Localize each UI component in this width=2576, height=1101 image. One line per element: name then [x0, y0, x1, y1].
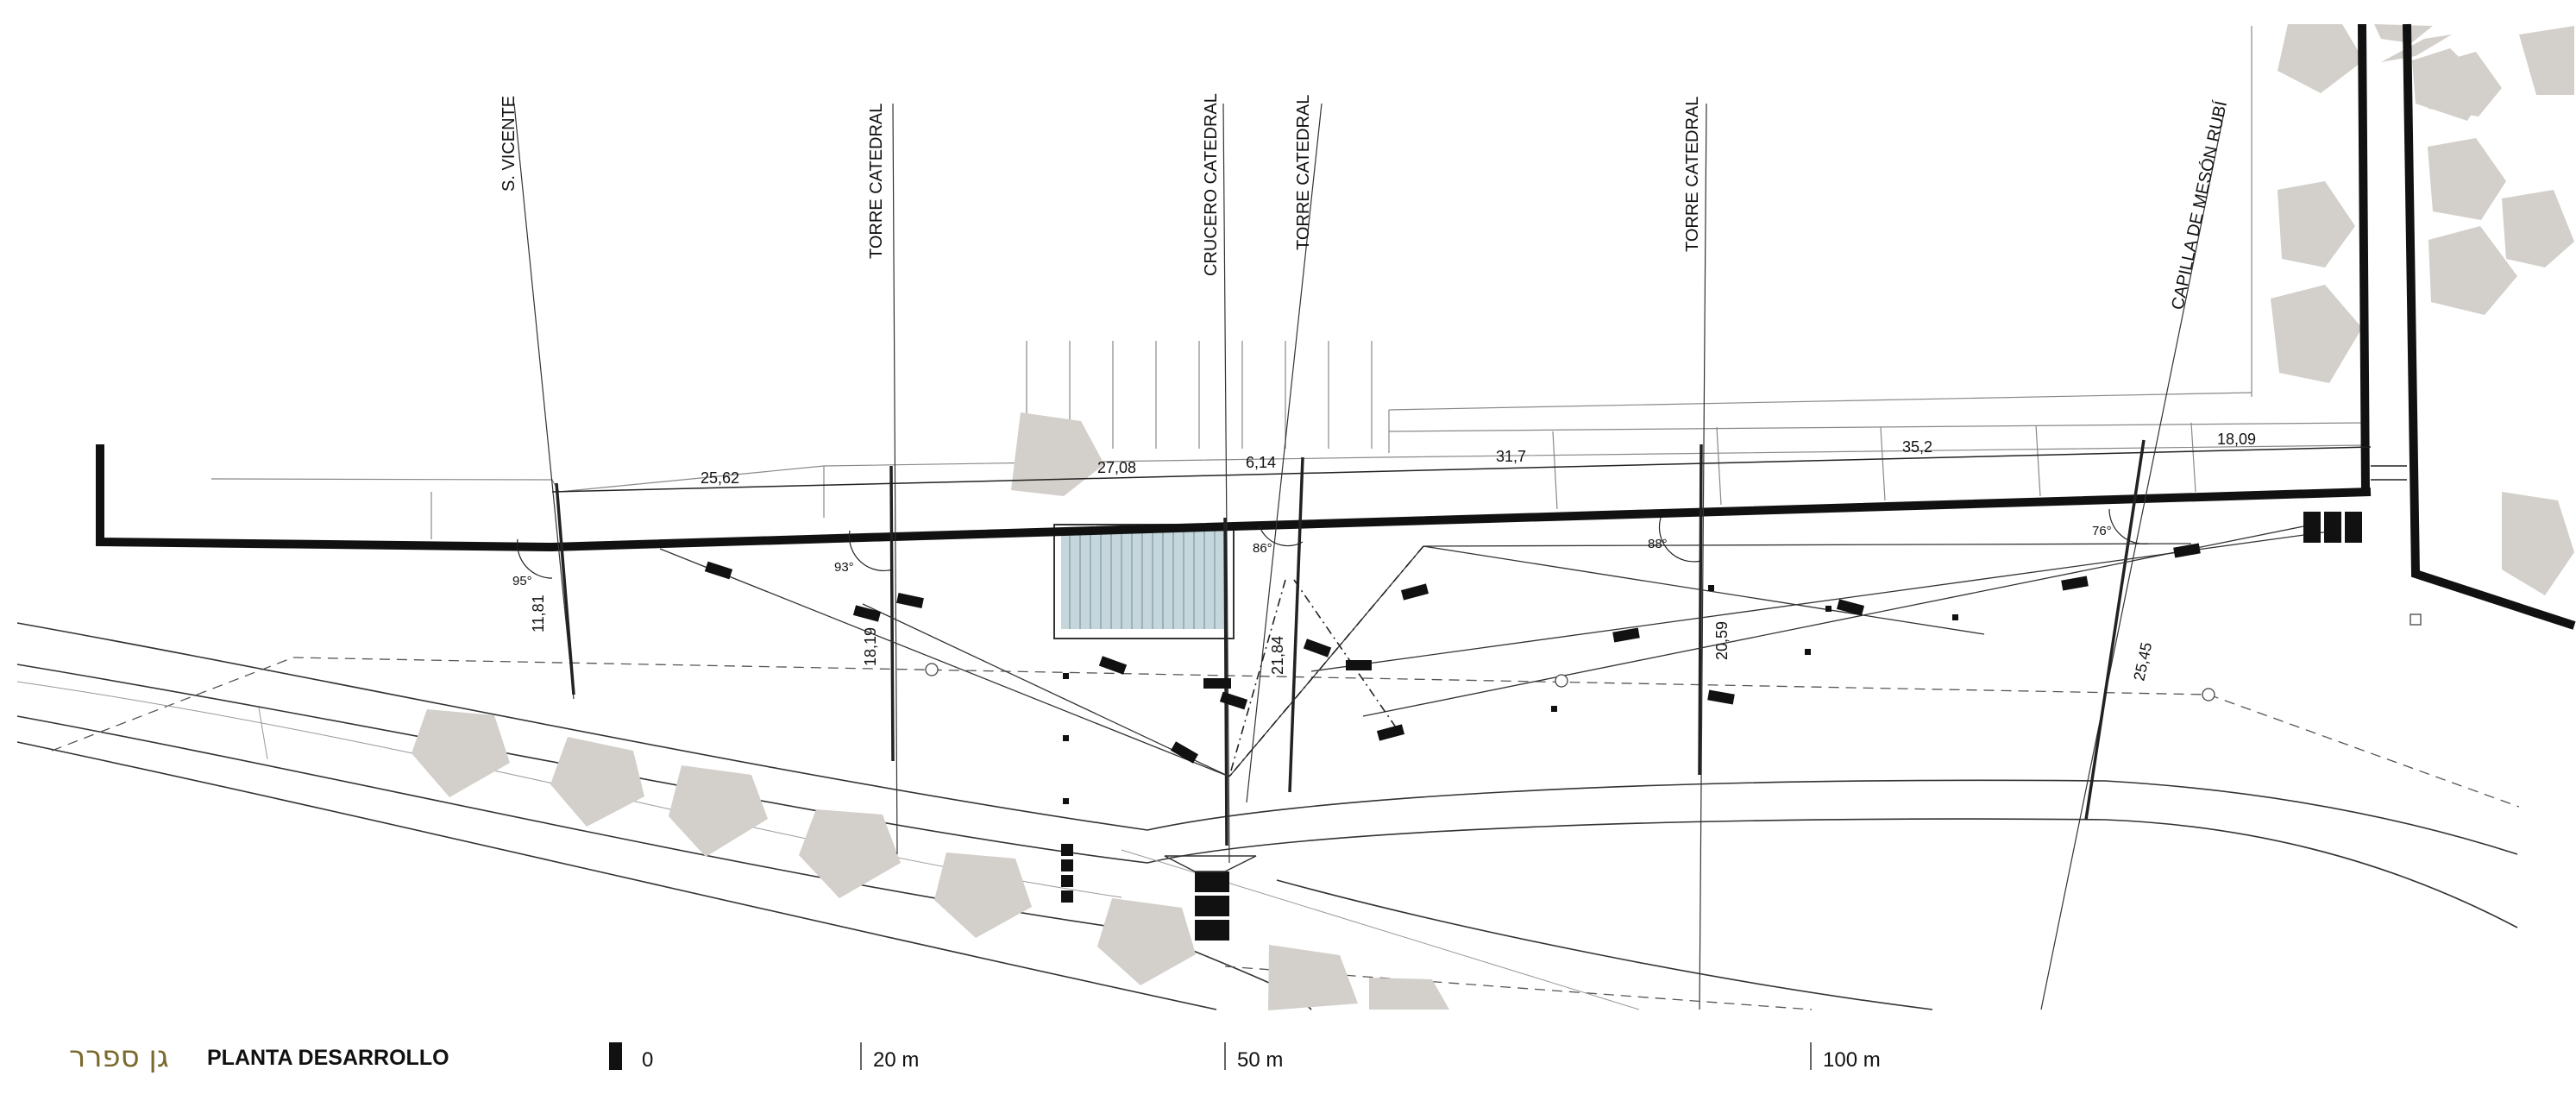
angle-label: 93°: [834, 560, 854, 575]
wall-dimension: 35,2: [1902, 438, 1932, 456]
wall-dimension: 27,08: [1097, 459, 1136, 476]
scale-bar-zero-mark: [609, 1042, 622, 1070]
scale-label-0: 0: [642, 1048, 653, 1072]
sightline-label-torre-catedral-3: TORRE CATEDRAL: [1683, 97, 1702, 252]
sightline-label-capilla-meson-rubi: CAPILLA DE MESÓN RUBÍ: [2167, 98, 2231, 311]
view-connection-lines: [659, 525, 2330, 777]
perpendicular-dimension: 20,59: [1713, 621, 1731, 660]
angle-label: 86°: [1253, 541, 1272, 556]
perpendicular-dimension: 25,45: [2130, 641, 2155, 683]
scale-label-100m: 100 m: [1823, 1048, 1881, 1072]
footer: גן ספרר PLANTA DESARROLLO 0 20 m 50 m 10…: [69, 1040, 1881, 1074]
city-wall: [96, 23, 2576, 630]
perpendicular-dimension-labels: 11,81 18,19 21,84 20,59 25,45: [530, 595, 2155, 683]
small-markers: [1063, 585, 1958, 804]
benches: [704, 512, 2362, 941]
courtyard: [1053, 524, 1235, 639]
wall-dimension: 18,09: [2217, 431, 2256, 448]
perpendicular-dimension: 11,81: [530, 595, 547, 632]
angle-label: 76°: [2092, 524, 2112, 538]
entrance: [1164, 855, 1257, 872]
scale-label-20m: 20 m: [873, 1048, 919, 1072]
dimension-line-top: [551, 446, 2407, 493]
perpendicular-dimension: 18,19: [862, 627, 879, 666]
dashed-path-lines: [51, 657, 2520, 1010]
sightline-labels: S. VICENTE TORRE CATEDRAL CRUCERO CATEDR…: [499, 93, 2231, 311]
sightlines: [513, 103, 2225, 1010]
sightline-label-torre-catedral-1: TORRE CATEDRAL: [867, 104, 886, 259]
upper-buildings: [210, 26, 2365, 539]
perpendicular-dimension: 21,84: [1269, 636, 1286, 675]
survey-points: [925, 613, 2422, 701]
trees: [412, 24, 2574, 1010]
sightline-thick-marks: [555, 439, 2146, 846]
angle-labels: 95° 93° 86° 88° 76°: [512, 524, 2112, 588]
plan-title: PLANTA DESARROLLO: [207, 1046, 449, 1070]
wall-dimension: 31,7: [1496, 448, 1526, 465]
view-connection-dash-lines: [1228, 545, 1424, 777]
angle-label: 95°: [512, 574, 532, 588]
angle-label: 88°: [1648, 537, 1668, 551]
hebrew-title: גן ספרר: [69, 1040, 169, 1074]
wall-dimension-labels: 25,62 27,08 6,14 31,7 35,2 18,09: [701, 431, 2256, 487]
sightline-label-crucero-catedral: CRUCERO CATEDRAL: [1202, 93, 1221, 276]
sightline-label-s-vicente: S. VICENTE: [499, 96, 518, 192]
wall-dimension: 25,62: [701, 469, 739, 487]
angle-arcs: [517, 508, 2149, 579]
sightline-label-torre-catedral-2: TORRE CATEDRAL: [1294, 95, 1313, 250]
wall-dimension: 6,14: [1246, 454, 1276, 471]
scale-label-50m: 50 m: [1237, 1048, 1283, 1072]
